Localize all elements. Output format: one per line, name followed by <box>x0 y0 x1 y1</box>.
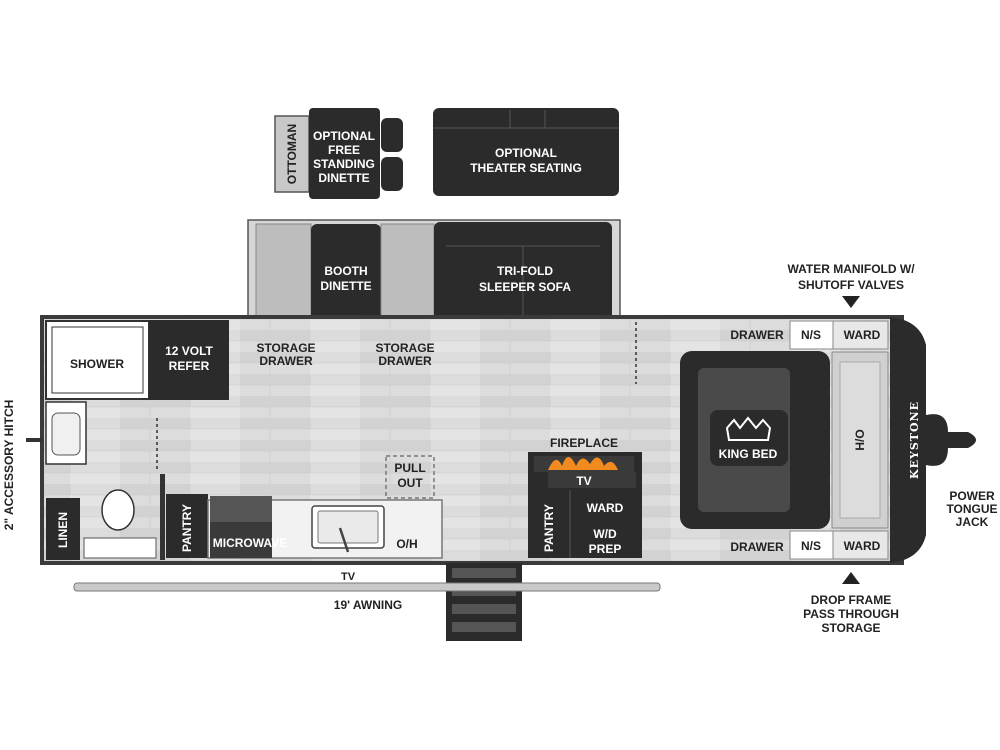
booth-dinette-table <box>311 224 381 326</box>
tv <box>548 472 636 488</box>
front-cap <box>890 317 926 563</box>
drawer-bottom-label: DRAWER <box>730 540 784 554</box>
booth-label-2: DINETTE <box>320 279 371 293</box>
linen-label: LINEN <box>56 512 70 548</box>
wardrobe-bottom <box>832 530 889 560</box>
awning <box>73 582 661 592</box>
linen-cabinet <box>46 498 80 560</box>
ward-mid-label: WARD <box>587 501 624 515</box>
wardrobe-top <box>832 320 889 350</box>
ns-top-label: N/S <box>801 328 821 342</box>
ho-label: H/O <box>853 429 867 450</box>
refrigerator <box>149 320 229 400</box>
bathroom: SHOWER LINEN <box>45 320 157 560</box>
bedroom: DRAWER N/S WARD KING BED H/O DRAWER N/S … <box>680 320 889 560</box>
pull-out <box>385 455 435 499</box>
fireplace-label: FIREPLACE <box>550 436 618 450</box>
storage-drawer-1-label-2: DRAWER <box>259 354 313 368</box>
tv-label: TV <box>576 474 591 488</box>
up-arrow-icon <box>842 572 860 584</box>
accessory-hitch-label: 2" ACCESSORY HITCH <box>2 400 16 531</box>
refer-label-1: 12 VOLT <box>165 344 213 358</box>
down-arrow-icon <box>842 296 860 308</box>
booth-label-1: BOOTH <box>324 264 367 278</box>
optional-dinette-label-1: OPTIONAL <box>313 129 375 143</box>
pantry-right-label: PANTRY <box>542 504 556 552</box>
power-jack-label-2: TONGUE <box>946 502 997 516</box>
slide-out: BOOTH DINETTE TRI-FOLD SLEEPER SOFA <box>247 219 621 327</box>
ottoman <box>274 115 310 193</box>
entry-steps <box>446 563 522 641</box>
microwave-label: MICROWAVE <box>213 536 287 550</box>
booth-bench-left <box>255 223 312 327</box>
dinette-chair-2 <box>381 157 403 191</box>
pull-out-label-2: OUT <box>397 476 423 490</box>
power-jack-label-1: POWER <box>949 489 995 503</box>
theater-seating <box>433 108 619 196</box>
theater-label-1: OPTIONAL <box>495 146 557 160</box>
power-jack-label-3: JACK <box>956 515 989 529</box>
water-manifold-label-2: SHUTOFF VALVES <box>798 278 904 292</box>
microwave <box>210 522 272 558</box>
optional-dinette-group: OTTOMAN OPTIONAL FREE STANDING DINETTE <box>274 108 403 199</box>
refer-label-2: REFER <box>169 359 210 373</box>
awning-label: 19' AWNING <box>334 598 402 612</box>
nightstand-top <box>789 320 834 350</box>
ward-bottom-label: WARD <box>844 539 881 553</box>
dinette-chair-1 <box>381 118 403 152</box>
wd-prep-label-1: W/D <box>593 527 617 541</box>
water-manifold-label-1: WATER MANIFOLD W/ <box>787 262 915 276</box>
optional-dinette-label-2: FREE <box>328 143 360 157</box>
brand-logo: KEYSTONE <box>908 401 921 479</box>
storage-drawer-1-label-1: STORAGE <box>256 341 315 355</box>
entertainment-center: FIREPLACE TV PANTRY WARD W/D PREP <box>528 436 642 558</box>
pull-out-label-1: PULL <box>394 461 425 475</box>
theater-label-2: THEATER SEATING <box>470 161 582 175</box>
optional-theater-group: OPTIONAL THEATER SEATING <box>433 108 619 196</box>
ns-bottom-label: N/S <box>801 539 821 553</box>
king-bed-label: KING BED <box>719 447 778 461</box>
oh-label: O/H <box>396 537 417 551</box>
fireplace-flame <box>548 457 618 470</box>
pantry-left-label: PANTRY <box>180 504 194 552</box>
optional-dinette-label-4: DINETTE <box>318 171 369 185</box>
shower-label: SHOWER <box>70 357 124 371</box>
ottoman-label: OTTOMAN <box>285 124 299 184</box>
optional-dinette-label-3: STANDING <box>313 157 375 171</box>
nightstand-bottom <box>789 530 834 560</box>
drop-frame-label-3: STORAGE <box>821 621 880 635</box>
hitch <box>26 414 976 466</box>
drop-frame-label-2: PASS THROUGH <box>803 607 899 621</box>
sofa-label-1: TRI-FOLD <box>497 264 553 278</box>
ward-top-label: WARD <box>844 328 881 342</box>
storage-drawer-2-label-2: DRAWER <box>378 354 432 368</box>
wd-prep-label-2: PREP <box>589 542 622 556</box>
optional-dinette-table <box>309 108 380 199</box>
toilet <box>101 489 135 531</box>
drawer-top-label: DRAWER <box>730 328 784 342</box>
storage-drawer-2-label-1: STORAGE <box>375 341 434 355</box>
drop-frame-label-1: DROP FRAME <box>811 593 891 607</box>
crown-icon <box>725 416 772 441</box>
pantry-left <box>166 494 208 558</box>
sofa-label-2: SLEEPER SOFA <box>479 280 571 294</box>
stove <box>210 496 272 522</box>
tv-outside-label: TV <box>341 571 356 583</box>
kitchen: PANTRY MICROWAVE O/H PULL OUT <box>160 455 443 560</box>
booth-bench-right <box>380 223 435 327</box>
tongue-jack-icon <box>926 414 976 466</box>
